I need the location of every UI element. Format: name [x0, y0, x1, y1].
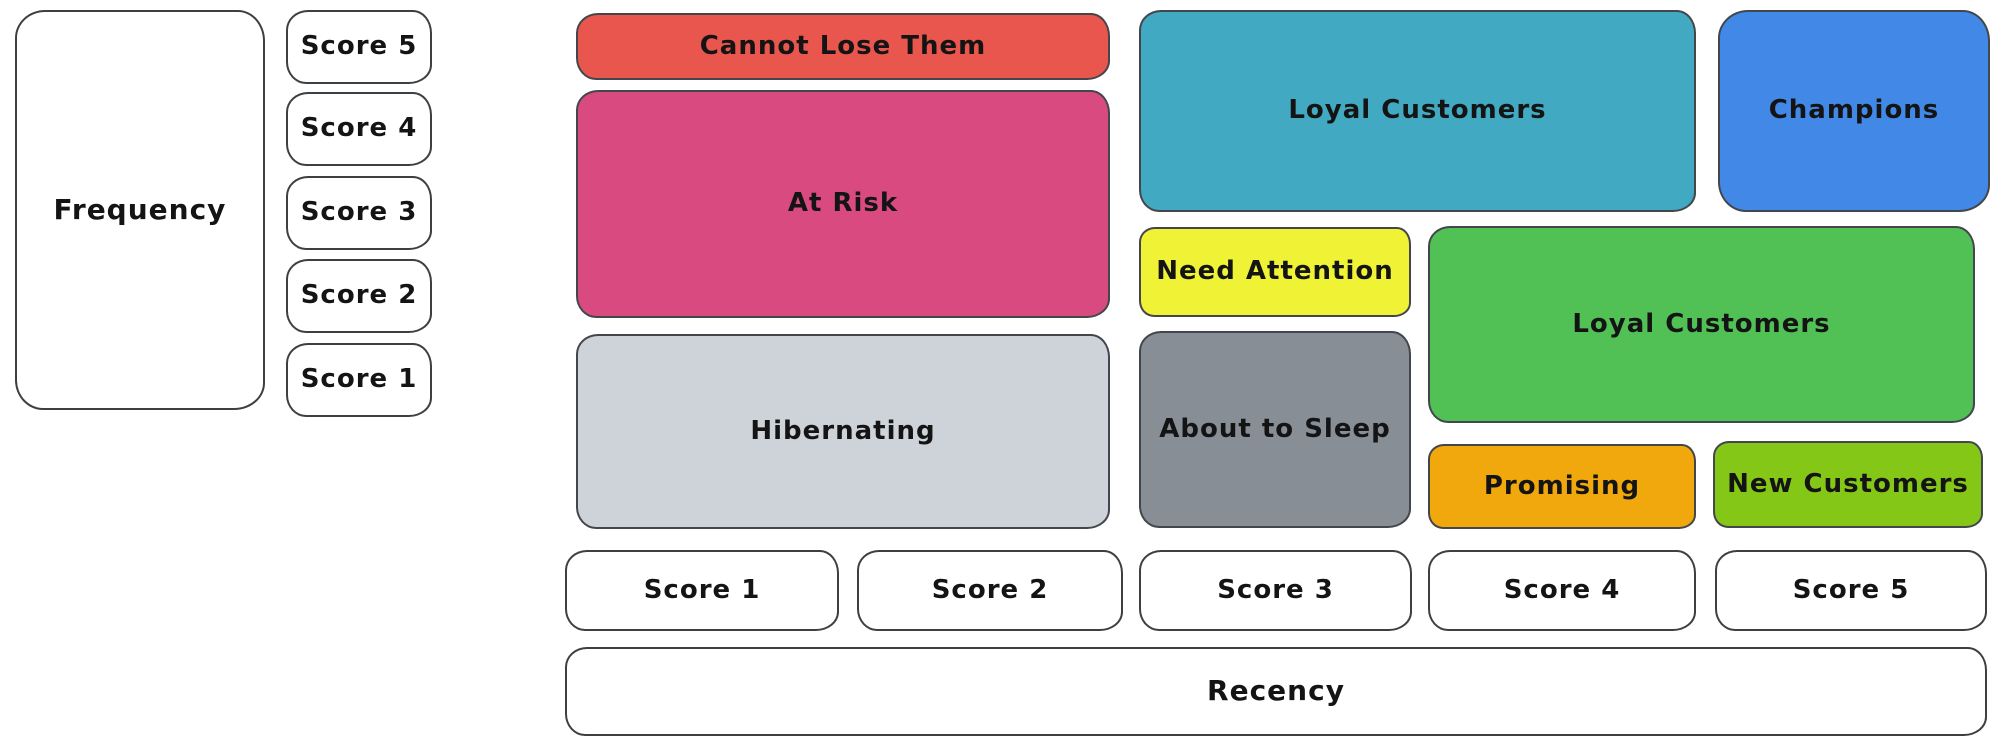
frequency-score-4-label: Score 4	[286, 92, 432, 166]
segment-loyal-customers-teal: Loyal Customers	[1139, 10, 1696, 212]
segment-about-to-sleep: About to Sleep	[1139, 331, 1411, 528]
frequency-axis-label: Frequency	[15, 10, 265, 410]
recency-axis-label: Recency	[565, 647, 1987, 736]
recency-score-3-label: Score 3	[1139, 550, 1412, 631]
segment-champions: Champions	[1718, 10, 1990, 212]
recency-score-4-label: Score 4	[1428, 550, 1696, 631]
segment-new-customers: New Customers	[1713, 441, 1983, 528]
frequency-score-1-label: Score 1	[286, 343, 432, 417]
segment-at-risk: At Risk	[576, 90, 1110, 318]
frequency-score-2-label: Score 2	[286, 259, 432, 333]
segment-hibernating: Hibernating	[576, 334, 1110, 529]
frequency-score-3-label: Score 3	[286, 176, 432, 250]
segment-loyal-customers-green: Loyal Customers	[1428, 226, 1975, 423]
frequency-score-5-label: Score 5	[286, 10, 432, 84]
segment-need-attention: Need Attention	[1139, 227, 1411, 317]
recency-score-1-label: Score 1	[565, 550, 839, 631]
recency-score-2-label: Score 2	[857, 550, 1123, 631]
segment-cannot-lose-them: Cannot Lose Them	[576, 13, 1110, 80]
recency-score-5-label: Score 5	[1715, 550, 1987, 631]
segment-promising: Promising	[1428, 444, 1696, 529]
